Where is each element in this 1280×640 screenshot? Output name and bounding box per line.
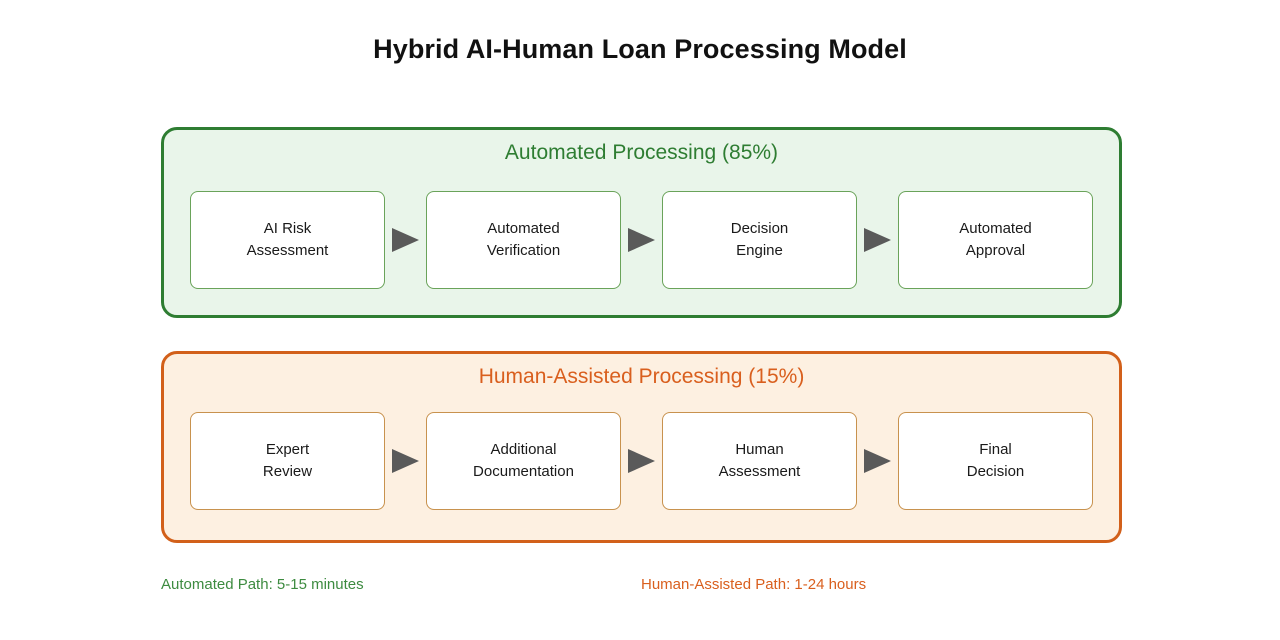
arrow-slot xyxy=(385,191,426,289)
arrow-right-icon xyxy=(392,228,419,252)
arrow-right-icon xyxy=(628,228,655,252)
arrow-slot xyxy=(621,412,662,510)
panel-heading-automated: Automated Processing (85%) xyxy=(504,141,779,164)
arrow-slot xyxy=(385,412,426,510)
arrow-right-icon xyxy=(864,449,891,473)
page-title: Hybrid AI-Human Loan Processing Model xyxy=(373,34,907,64)
arrow-slot xyxy=(857,412,898,510)
arrow-right-icon xyxy=(628,449,655,473)
footer-note-automated: Automated Path: 5-15 minutes xyxy=(161,576,364,593)
arrow-right-icon xyxy=(864,228,891,252)
arrow-slot xyxy=(857,191,898,289)
arrow-right-icon xyxy=(392,449,419,473)
arrow-slot xyxy=(621,191,662,289)
footer-note-human-assisted: Human-Assisted Path: 1-24 hours xyxy=(641,576,867,593)
panel-heading-human-assisted: Human-Assisted Processing (15%) xyxy=(478,365,805,388)
